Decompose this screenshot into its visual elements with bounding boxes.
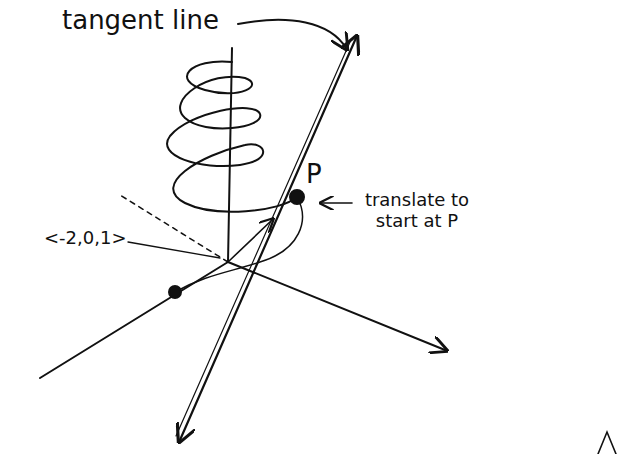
tangent-line-double	[176, 42, 350, 436]
point-label: P	[306, 160, 322, 190]
leader-line	[128, 242, 220, 258]
helix-curve	[167, 62, 297, 212]
x-axis	[40, 262, 228, 378]
cut-mark	[598, 432, 616, 454]
z-axis	[228, 48, 232, 262]
vector-label: <-2,0,1>	[44, 228, 126, 249]
pointer-arrow	[238, 20, 346, 48]
y-axis	[228, 262, 445, 350]
tangent-label: tangent line	[62, 6, 219, 36]
translate-note: translate to start at P	[358, 190, 476, 231]
vector-arrow	[228, 220, 272, 262]
axis-dot	[169, 286, 181, 298]
point-p-dot	[290, 190, 304, 204]
axis-dashed	[120, 195, 228, 262]
translate-arrow	[322, 202, 352, 204]
helix-lower	[175, 197, 302, 292]
tangent-line	[180, 38, 356, 440]
